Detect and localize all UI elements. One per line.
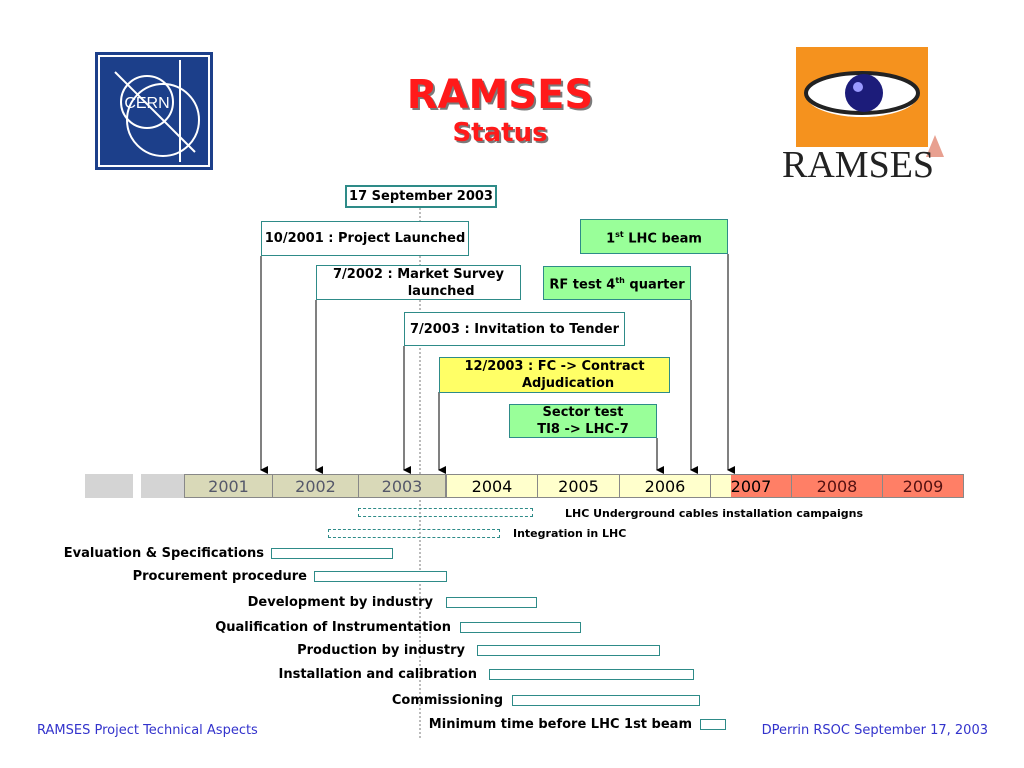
ramses-logo: RAMSES: [782, 47, 944, 186]
milestone-sector-test: Sector test TI8 -> LHC-7: [509, 404, 657, 438]
task-label: Production by industry: [297, 643, 465, 658]
page-subtitle: Status: [452, 118, 548, 148]
timeline-spacer: [85, 474, 133, 498]
year-2003: 2003: [358, 474, 446, 498]
milestone-rf-test: RF test 4th quarter: [543, 266, 691, 300]
year-2004: 2004: [446, 474, 538, 498]
integration-label: Integration in LHC: [513, 527, 627, 540]
current-date-label: 17 September 2003: [349, 189, 493, 204]
milestone-project-launched: 10/2001 : Project Launched: [261, 221, 469, 256]
milestone-market-survey: 7/2002 : Market Survey launched: [316, 265, 521, 300]
cables-campaign-label: LHC Underground cables installation camp…: [565, 507, 864, 520]
year-2001: 2001: [184, 474, 273, 498]
year-2008: 2008: [791, 474, 883, 498]
milestone-market-survey-label: 7/2002 : Market Survey launched: [333, 266, 504, 299]
integration-bar: [328, 529, 500, 538]
year-2005: 2005: [537, 474, 620, 498]
task-bar: [460, 622, 581, 633]
task-label: Development by industry: [247, 595, 433, 610]
task-bar: [446, 597, 537, 608]
page-title: RAMSES: [406, 72, 594, 118]
year-2009: 2009: [882, 474, 964, 498]
task-bar: [314, 571, 447, 582]
milestone-fc-contract: 12/2003 : FC -> Contract Adjudication: [439, 357, 670, 393]
cables-campaign-bar: [358, 508, 533, 517]
task-label: Procurement procedure: [132, 569, 307, 584]
milestone-sector-test-label: Sector test TI8 -> LHC-7: [537, 405, 629, 437]
year-2006: 2006: [619, 474, 711, 498]
milestone-fc-contract-label: 12/2003 : FC -> Contract Adjudication: [464, 359, 645, 391]
ramses-logo-text: RAMSES: [782, 144, 934, 186]
footer-left: RAMSES Project Technical Aspects: [37, 723, 258, 738]
year-2002: 2002: [272, 474, 359, 498]
milestone-lhc-beam: 1st LHC beam: [580, 219, 728, 254]
task-label: Evaluation & Specifications: [63, 546, 264, 561]
milestone-lhc-beam-label: 1st LHC beam: [606, 229, 702, 247]
year-2007: 2007: [710, 474, 792, 498]
milestone-rf-test-label: RF test 4th quarter: [549, 276, 685, 293]
footer-right: DPerrin RSOC September 17, 2003: [761, 723, 988, 738]
task-bar: [512, 695, 700, 706]
task-label: Commissioning: [391, 693, 503, 708]
task-bar: [489, 669, 694, 680]
task-label: Qualification of Instrumentation: [215, 620, 451, 635]
milestone-invitation-tender: 7/2003 : Invitation to Tender: [404, 312, 625, 346]
milestone-project-launched-label: 10/2001 : Project Launched: [264, 231, 466, 246]
task-label: Minimum time before LHC 1st beam: [428, 717, 692, 732]
timeline-spacer: [141, 474, 184, 498]
task-bar: [700, 719, 726, 730]
task-bar: [271, 548, 393, 559]
current-date-box: 17 September 2003: [345, 185, 497, 208]
milestone-invitation-tender-label: 7/2003 : Invitation to Tender: [409, 321, 620, 337]
task-label: Installation and calibration: [278, 667, 477, 682]
cern-logo: CERN: [95, 52, 213, 170]
cern-logo-text: CERN: [124, 95, 169, 112]
task-bar: [477, 645, 660, 656]
